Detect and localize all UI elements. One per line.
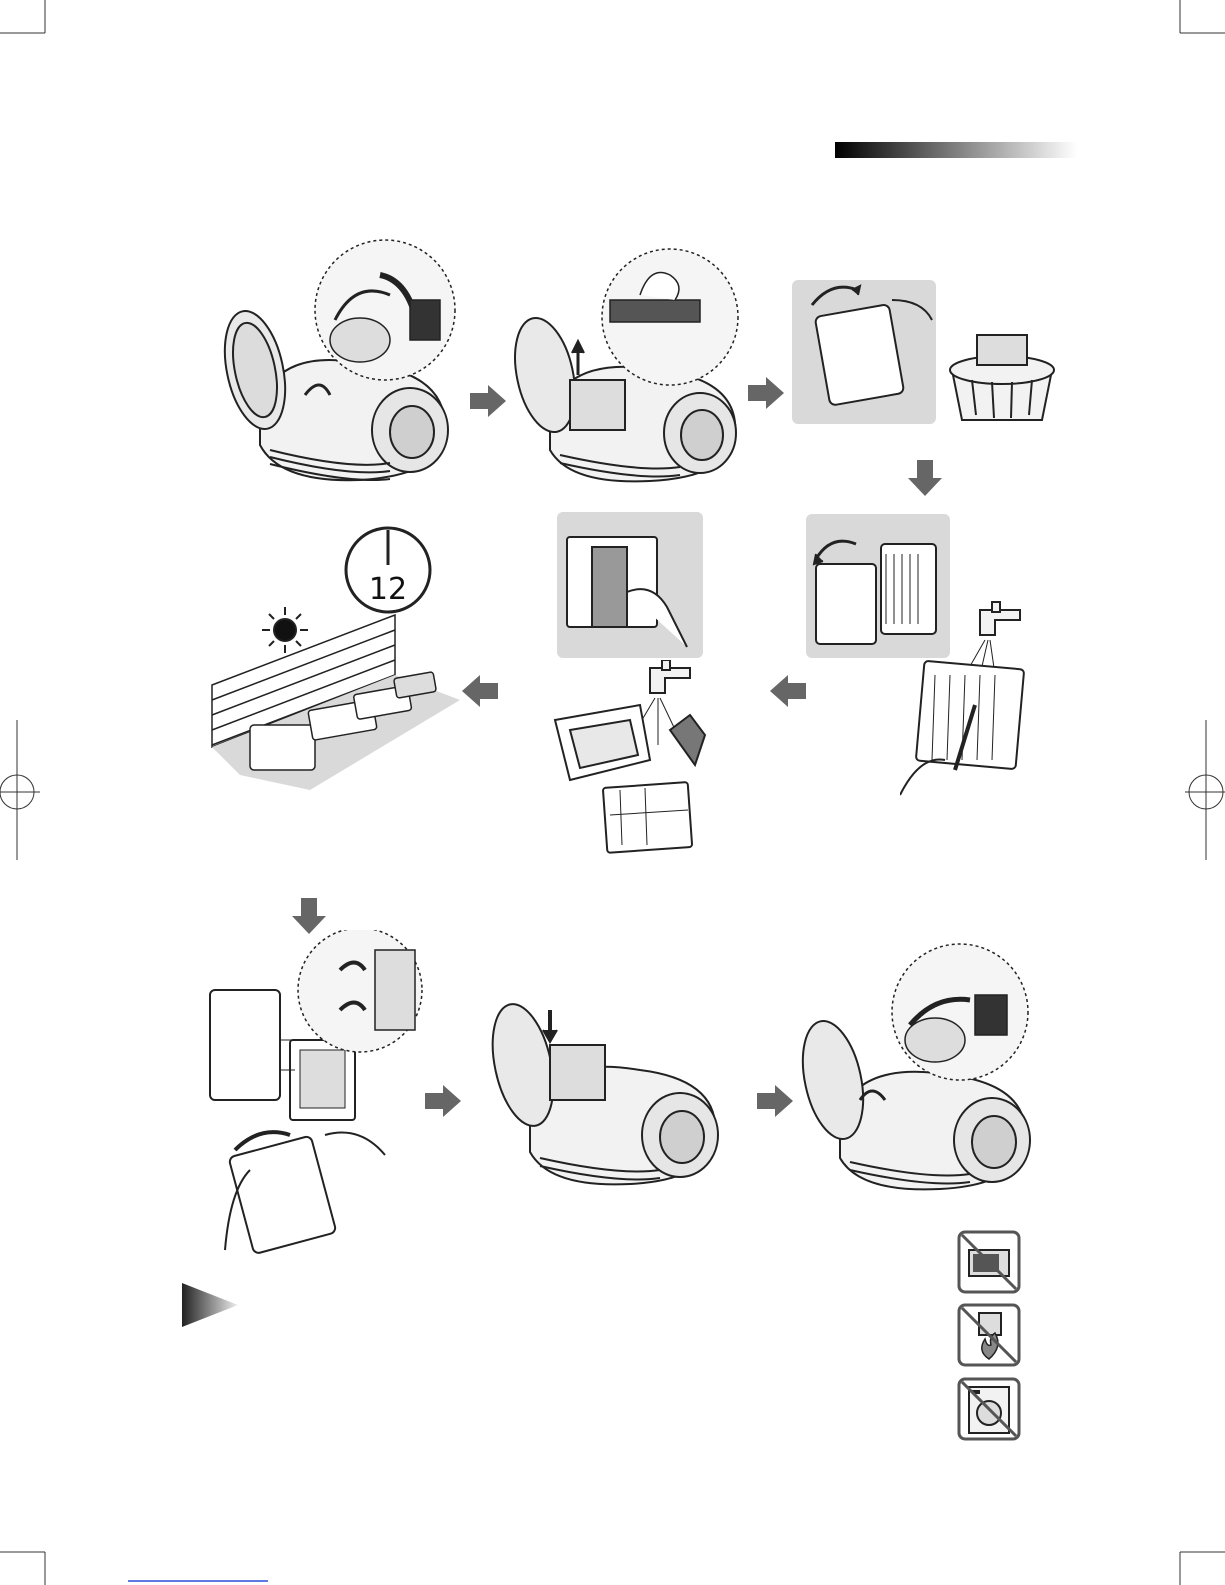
arrow-down-1: [908, 460, 942, 496]
tap-water-icon: [965, 602, 1020, 675]
step-empty-container-into-bin: [792, 280, 1072, 430]
trash-bin-icon: [950, 335, 1054, 420]
step-insert-container: [485, 990, 725, 1190]
step-dry-in-shade: [210, 525, 470, 800]
vacuum-container-insert-icon: [485, 999, 718, 1185]
zoom-detail-circle: [315, 240, 455, 380]
step-lift-dust-container: [510, 245, 740, 485]
step-rinse-filter-under-tap: [900, 600, 1035, 810]
arrow-down-2: [292, 898, 326, 934]
zoom-detail-circle: [298, 930, 422, 1052]
step-open-lid-release-latch: [220, 235, 460, 485]
sun-icon: [262, 607, 308, 653]
sponge-filter-icon: [567, 537, 687, 647]
triangle-pointer-icon: [182, 1283, 238, 1327]
note-marker: [182, 1283, 238, 1327]
arrow-left-1: [770, 675, 806, 707]
zoom-detail-circle: [892, 944, 1028, 1080]
no-fire-drying-icon: [957, 1303, 1021, 1367]
no-washing-machine-icon: [957, 1377, 1021, 1441]
header-gradient-bar: [835, 142, 1077, 158]
step-close-latch: [800, 940, 1040, 1200]
step-rinse-container-parts: [550, 660, 740, 860]
step-remove-sponge-filter: [557, 512, 703, 658]
no-microwave-icon: [957, 1230, 1021, 1294]
arrow-right-1: [470, 385, 506, 417]
arrow-right-4: [757, 1085, 793, 1117]
clock-hours-label: 12: [348, 572, 428, 607]
zoom-detail-circle: [602, 249, 738, 385]
arrow-right-2: [748, 377, 784, 409]
arrow-right-3: [425, 1085, 461, 1117]
step-reassemble-filter: [205, 930, 435, 1260]
